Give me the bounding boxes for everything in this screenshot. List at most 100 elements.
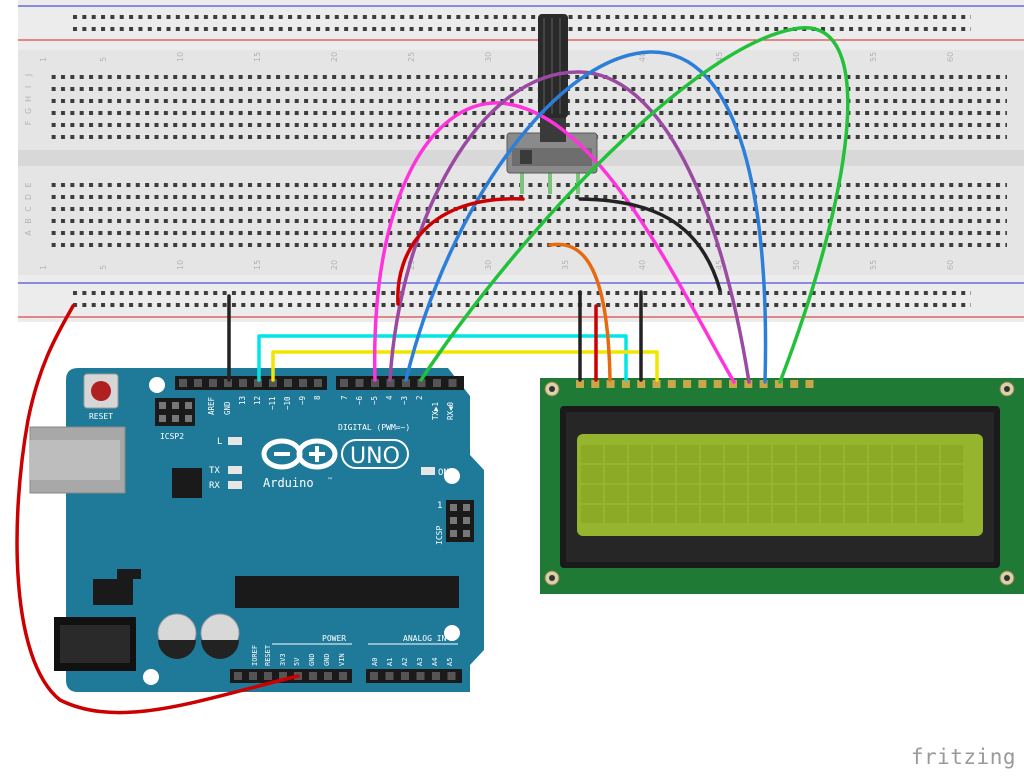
lcd-pin-pad [790, 380, 799, 388]
trademark-label: ™ [327, 477, 333, 484]
column-number: 5 [99, 57, 108, 62]
power-label: POWER [322, 634, 346, 643]
capacitor [157, 613, 197, 659]
column-number: 45 [715, 260, 724, 270]
lcd-pin-pad [713, 380, 722, 388]
wire-blue-pin3[interactable] [404, 50, 768, 384]
lcd-pin-pad [698, 380, 707, 388]
row-letter: B [24, 218, 33, 224]
potentiometer[interactable] [506, 14, 598, 194]
header-pin [417, 379, 426, 387]
pin-label-2: 2 [415, 395, 424, 400]
header-pin [433, 379, 441, 387]
uno-label: UNO [350, 444, 400, 469]
wire-cyan-pin12[interactable] [257, 334, 628, 382]
pin-label-10: ~10 [283, 396, 292, 410]
uno-badge [341, 439, 409, 469]
header-pin [339, 672, 347, 680]
arduino-brand-label: Arduino [263, 476, 314, 490]
lcd-pin-pad [621, 380, 630, 388]
lcd-pin-pad [744, 380, 753, 388]
row-letter: I [24, 86, 33, 88]
pin-label-13: 13 [238, 396, 247, 405]
column-number: 60 [946, 260, 955, 270]
pin-label-gnd: GND [223, 401, 232, 415]
column-number: 15 [253, 52, 262, 62]
column-number: 50 [792, 260, 801, 270]
pin-label-5: ~5 [370, 396, 379, 405]
arduino-uno-board: RESET ICSP2 AREF GND 13 12 ~11 ~10 ~9 8 … [29, 368, 484, 692]
lcd-pin-pad [576, 380, 584, 388]
pin-label-rx0: RX◀0 [446, 401, 455, 420]
pin-label-gnd1: GND [308, 653, 316, 666]
column-number: 10 [176, 260, 185, 270]
header-pin [239, 379, 247, 387]
digital-label: DIGITAL (PWM=~) [338, 423, 410, 432]
pin-label-a1: A1 [386, 658, 394, 666]
pin-label-gnd2: GND [323, 653, 331, 666]
header-pin [355, 379, 364, 387]
pin-label-8: 8 [313, 395, 322, 400]
header-pin [299, 379, 307, 387]
column-number: 5 [99, 265, 108, 270]
lcd-pin-pad [637, 380, 646, 388]
lcd-character-grid [580, 444, 964, 524]
row-letter: C [24, 206, 33, 212]
row-letter: F [24, 120, 33, 125]
header-pin [385, 672, 394, 680]
pin-label-a3: A3 [416, 658, 424, 666]
header-pin [416, 672, 425, 680]
header-pin [179, 379, 187, 387]
column-number: 1 [39, 57, 48, 62]
pin-label-3: ~3 [400, 396, 409, 405]
fritzing-watermark: fritzing [910, 745, 1016, 769]
header-pin [371, 379, 379, 387]
column-number: 50 [792, 52, 801, 62]
row-letter: D [24, 194, 33, 200]
pin-label-a0: A0 [371, 658, 379, 666]
column-number: 35 [561, 260, 570, 270]
bottom-power-rail-holes [71, 287, 971, 311]
lcd-pin-pad [667, 380, 676, 388]
pin-label-ioref: IOREF [251, 645, 259, 666]
column-number: 20 [330, 52, 339, 62]
icsp-label: ICSP [435, 526, 444, 545]
row-letter: A [24, 230, 33, 236]
digital-header-right [336, 376, 464, 390]
wire-red-5v[interactable] [15, 304, 300, 715]
reset-label: RESET [89, 412, 113, 421]
column-number: 40 [638, 260, 647, 270]
lcd-pin-pad [759, 380, 768, 388]
pin-label-aref: AREF [207, 396, 216, 415]
header-pin [234, 672, 242, 680]
icsp2-label: ICSP2 [160, 432, 184, 441]
column-number: 25 [407, 52, 416, 62]
wire-black-pot[interactable] [578, 197, 722, 292]
reset-button[interactable] [83, 373, 119, 409]
wire-orange-wiper[interactable] [548, 242, 612, 382]
pin-label-3v3: 3V3 [279, 653, 287, 666]
led-on-label: ON [438, 468, 449, 478]
wire-yellow-pin11[interactable] [271, 350, 659, 382]
pin-label-7: 7 [340, 395, 349, 400]
row-letter: E [24, 182, 33, 187]
led-tx [228, 466, 242, 474]
column-number: 20 [330, 260, 339, 270]
header-pin [401, 672, 409, 680]
column-number: 60 [946, 52, 955, 62]
voltage-regulator [93, 569, 141, 605]
wire-red-pot[interactable] [396, 197, 525, 306]
header-pin [447, 672, 456, 680]
header-pin [314, 379, 322, 387]
pin-label-12: 12 [253, 396, 262, 405]
led-rx-label: RX [209, 481, 220, 491]
wire-green-pin2[interactable] [419, 26, 850, 384]
column-number: 45 [715, 52, 724, 62]
lcd-pin-pad [683, 380, 692, 388]
column-number: 1 [39, 265, 48, 270]
row-letter: G [24, 108, 33, 114]
header-pin [309, 672, 317, 680]
header-pin [254, 379, 262, 387]
lcd-pin-pad [652, 380, 661, 388]
header-pin [249, 672, 257, 680]
